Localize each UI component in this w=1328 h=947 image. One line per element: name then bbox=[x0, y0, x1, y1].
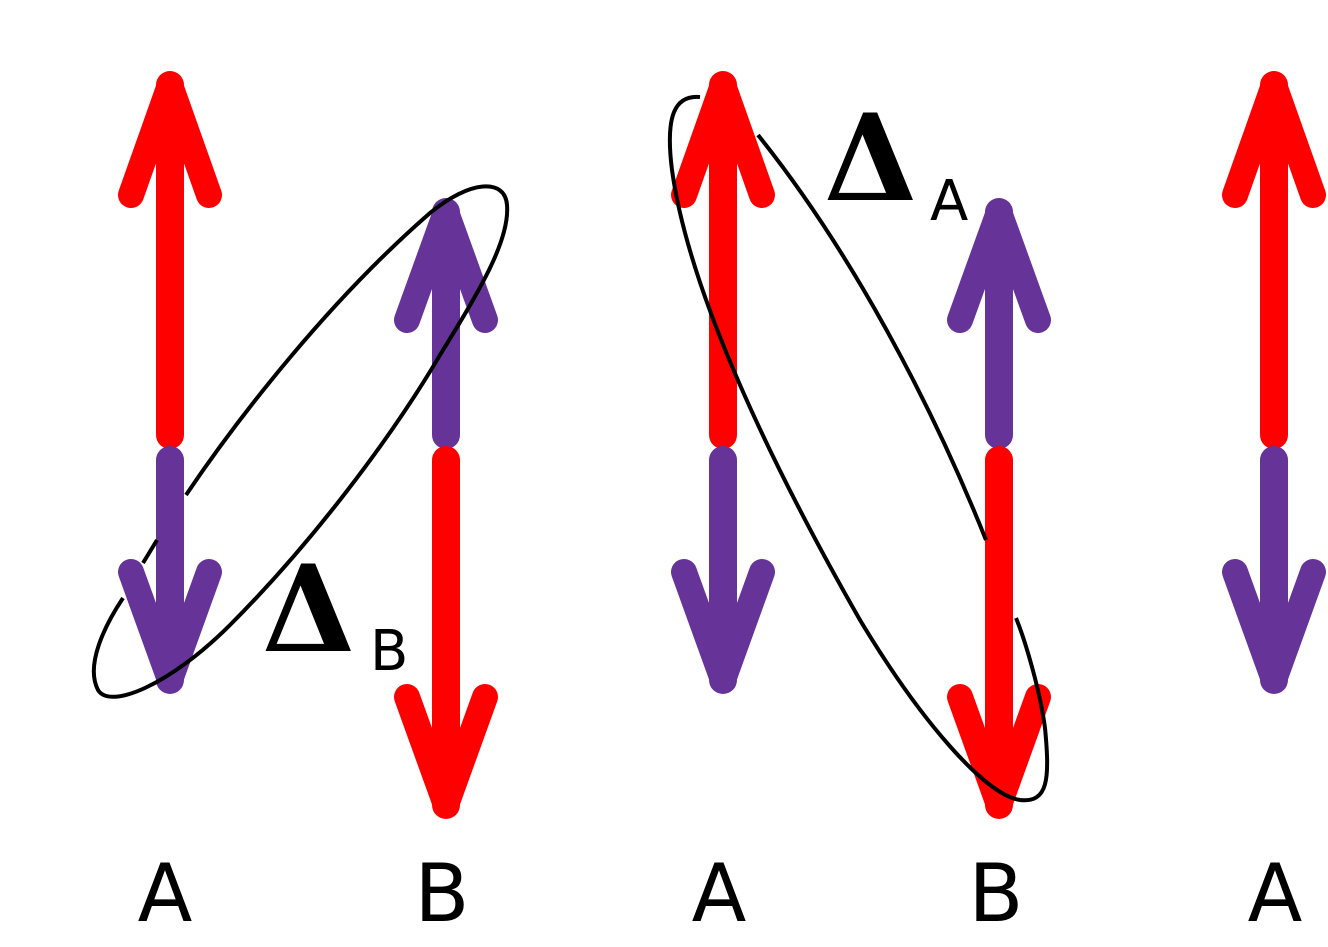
spin-arrows bbox=[118, 71, 1326, 819]
pairing-loops bbox=[91, 94, 1050, 803]
arrow-head bbox=[947, 199, 1051, 333]
site-a-3-lower-arrow bbox=[1222, 446, 1326, 694]
arrow-head bbox=[394, 684, 498, 818]
pairing-loop-delta-a bbox=[667, 94, 1050, 803]
site-a-1-upper-arrow bbox=[118, 71, 222, 449]
site-label-a-2: A bbox=[692, 847, 747, 940]
arrow-head bbox=[671, 72, 775, 208]
loop-segment bbox=[756, 133, 988, 541]
pairing-label-delta-b: Δ B bbox=[262, 539, 408, 684]
site-b-1-upper-arrow bbox=[394, 198, 498, 449]
delta-symbol: Δ bbox=[262, 539, 355, 680]
arrow-head bbox=[1222, 72, 1326, 208]
pairing-label-delta-a: Δ A bbox=[824, 88, 968, 234]
arrow-head bbox=[118, 559, 222, 693]
site-a-2-upper-arrow bbox=[671, 71, 775, 449]
delta-symbol: Δ bbox=[824, 88, 917, 229]
arrow-head bbox=[947, 684, 1051, 818]
site-b-2-lower-arrow bbox=[947, 446, 1051, 819]
site-b-2-upper-arrow bbox=[947, 198, 1051, 449]
delta-subscript: B bbox=[370, 619, 408, 684]
site-label-a-3: A bbox=[1248, 847, 1303, 940]
site-labels: A B A B A bbox=[138, 847, 1303, 940]
arrow-head bbox=[671, 559, 775, 693]
site-a-2-lower-arrow bbox=[671, 446, 775, 694]
delta-subscript: A bbox=[930, 169, 968, 234]
pairing-loop-delta-b bbox=[91, 184, 510, 699]
site-a-3-upper-arrow bbox=[1222, 71, 1326, 449]
arrow-head bbox=[118, 72, 222, 208]
arrow-head bbox=[1222, 559, 1326, 693]
loop-segment bbox=[667, 94, 1050, 803]
site-label-a-1: A bbox=[138, 847, 193, 940]
site-label-b-1: B bbox=[415, 847, 470, 940]
arrow-head bbox=[394, 199, 498, 333]
site-a-1-lower-arrow bbox=[118, 446, 222, 694]
loop-segment bbox=[141, 538, 159, 565]
site-b-1-lower-arrow bbox=[394, 446, 498, 819]
site-label-b-2: B bbox=[969, 847, 1024, 940]
loop-segment bbox=[91, 184, 510, 699]
